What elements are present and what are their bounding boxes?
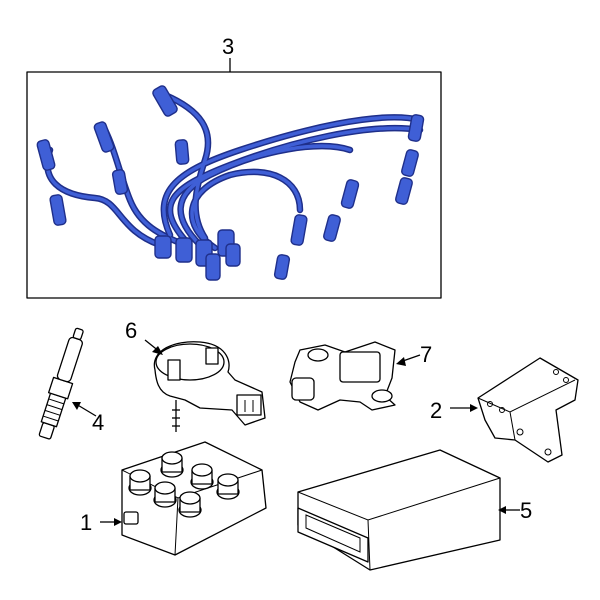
callout-7: 7 xyxy=(420,342,432,367)
plug-boots xyxy=(36,85,425,281)
callout-5: 5 xyxy=(520,498,532,523)
coil-pack-part-1[interactable]: 1 xyxy=(80,441,267,556)
wire-set-frame xyxy=(26,71,442,299)
callout-6: 6 xyxy=(125,318,137,343)
sensor-part-7[interactable]: 7 xyxy=(289,341,432,411)
control-module-part-5[interactable]: 5 xyxy=(297,449,532,571)
bracket-part-2[interactable]: 2 xyxy=(430,357,579,463)
coil-towers xyxy=(128,451,240,518)
callout-3: 3 xyxy=(222,34,234,59)
callout-2: 2 xyxy=(430,398,442,423)
callout-1: 1 xyxy=(80,510,92,535)
ignition-coil-part-6[interactable]: 6 xyxy=(125,318,266,432)
spark-plug-part-4[interactable]: 4 xyxy=(35,326,104,441)
callout-4: 4 xyxy=(92,410,104,435)
spark-plug-wire-set[interactable]: 3 xyxy=(26,34,442,299)
